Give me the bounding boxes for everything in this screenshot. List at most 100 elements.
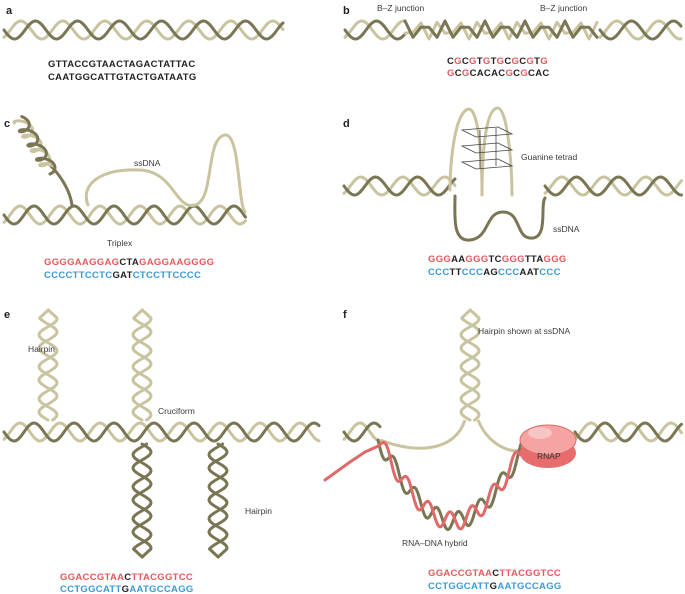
panel-b-seq-top: CGCGTGTGCGCGTG (447, 56, 548, 67)
dna-strand (2, 421, 321, 443)
panel-d: d Guanine tetrad ssDNA GGGAAGGGTCGGGTTAG… (342, 106, 683, 278)
panel-f: f RNAP Hairpin shown at ssDNA RNA–DNA hy… (323, 308, 683, 592)
panel-e-cruciform-label: Cruciform (158, 406, 195, 416)
panel-a-label: a (6, 5, 13, 17)
sequence-run: C (498, 68, 505, 79)
panel-c-arm-helix (12, 115, 57, 176)
panel-a-seq-top: GTTACCGTAACTAGACTATTAC (48, 59, 196, 70)
panel-e: e Hairpin Cruciform Hairpin GGACCGTAACTT… (2, 308, 321, 594)
dna-strand (598, 19, 683, 41)
panel-c-seq-bottom: CCCCTTCCTCGATCTCCTTCCCC (44, 270, 201, 281)
sequence-run: GAT (112, 270, 132, 281)
sequence-run: T (477, 56, 483, 67)
panel-d-helix (342, 175, 683, 197)
sequence-run: G (483, 56, 491, 67)
sequence-run: TTACGGTCC (499, 568, 561, 579)
sequence-run: G (520, 68, 528, 79)
sequence-run: G (462, 68, 470, 79)
panel-e-helix (2, 308, 321, 559)
panel-c-helix (2, 204, 247, 226)
sequence-run: GGG (465, 254, 488, 265)
sequence-run: C (542, 68, 549, 79)
sequence-run: AAT (520, 267, 540, 278)
sequence-run: CTA (119, 257, 139, 268)
rnap-icon (519, 424, 577, 468)
sequence-run: GGG (502, 254, 525, 265)
panel-d-label: d (343, 118, 350, 130)
panel-c: c ssDNA Triplex GGGGAAGGAGCTAGAGGAAGGGG … (2, 115, 247, 281)
dna-strand (2, 421, 321, 443)
sequence-run: C (484, 68, 491, 79)
sequence-run: CCTGGCATT (60, 584, 122, 594)
sequence-run: T (534, 56, 540, 67)
panel-e-seq-top: GGACCGTAACTTACGGTCC (60, 572, 193, 583)
sequence-run: G (454, 56, 462, 67)
dna-strand (573, 421, 683, 443)
panel-d-ssdna-label: ssDNA (553, 224, 580, 234)
panel-c-third-strand (48, 163, 74, 207)
dna-strand (37, 308, 59, 422)
sequence-run: AATGCCAGG (497, 581, 561, 592)
sequence-run: G (505, 68, 513, 79)
sequence-run: CCC (462, 267, 483, 278)
sequence-run: TT (449, 267, 461, 278)
sequence-run: CTCCTTCCCC (133, 270, 201, 281)
panel-a-seq-bottom: CAATGGCATTGTACTGATAATG (48, 72, 197, 83)
sequence-run: CCTGGCATT (428, 581, 490, 592)
panel-c-label: c (4, 118, 10, 130)
panel-d-ssdna-loop (453, 194, 547, 242)
sequence-run: TTA (525, 254, 544, 265)
dna-strand (207, 442, 229, 559)
dna-strand (403, 20, 599, 41)
sequence-run: TTACGGTCC (131, 572, 193, 583)
panel-b-label: b (343, 5, 350, 17)
sequence-run: GGACCGTAA (428, 568, 492, 579)
sequence-run: C (519, 56, 526, 67)
sequence-run: AATGCCAGG (129, 584, 193, 594)
panel-e-hairpin-bottom-label: Hairpin (245, 506, 272, 516)
sequence-run: C (470, 68, 477, 79)
dna-strand (342, 421, 382, 443)
panel-d-tetrad-planes (460, 126, 514, 170)
sequence-run: C (504, 56, 511, 67)
dna-strand (2, 204, 247, 226)
dna-strand (12, 119, 57, 169)
sequence-run: G (447, 68, 455, 79)
panel-f-helix (323, 308, 683, 531)
panel-f-hairpin-label: Hairpin shown at ssDNA (478, 326, 570, 336)
dna-strand (2, 19, 285, 41)
dna-strand (376, 436, 529, 531)
panel-b: b B–Z junction B–Z junction CGCGTGTGCGCG… (343, 3, 683, 79)
sequence-run: C (528, 68, 535, 79)
dna-strand (543, 175, 683, 197)
dna-strand (379, 419, 524, 453)
panel-f-rnap-label: RNAP (537, 451, 561, 461)
sequence-run: G (490, 581, 498, 592)
sequence-run: GGG (544, 254, 567, 265)
sequence-run: GGACCGTAA (60, 572, 124, 583)
panel-b-junction-right-label: B–Z junction (540, 3, 588, 13)
sequence-run: AA (451, 254, 465, 265)
panel-b-junction-left-label: B–Z junction (377, 3, 425, 13)
dna-strand (343, 19, 407, 41)
dna-strand (131, 308, 153, 422)
panel-f-hybrid-label: RNA–DNA hybrid (402, 538, 468, 548)
sequence-run: A (535, 68, 542, 79)
panel-e-seq-bottom: CCTGGCATTGAATGCCAGG (60, 584, 194, 594)
panel-b-seq-bottom: GCGCACACGCGCAC (447, 68, 550, 79)
sequence-run: CCC (428, 267, 449, 278)
sequence-run: G (526, 56, 534, 67)
sequence-run: T (491, 56, 497, 67)
dna-strand (459, 308, 481, 422)
dna-strand (342, 421, 382, 443)
panel-e-label: e (4, 309, 10, 321)
dna-strand (343, 19, 407, 41)
panel-b-helix (343, 19, 683, 41)
sequence-run: G (540, 56, 548, 67)
sequence-run: G (122, 584, 130, 594)
sequence-run: TC (488, 254, 501, 265)
sequence-run: GAGGAAGGGG (139, 257, 214, 268)
panel-d-seq-top: GGGAAGGGTCGGGTTAGGG (428, 254, 567, 265)
dna-strand (403, 19, 599, 39)
sequence-run: C (492, 568, 499, 579)
